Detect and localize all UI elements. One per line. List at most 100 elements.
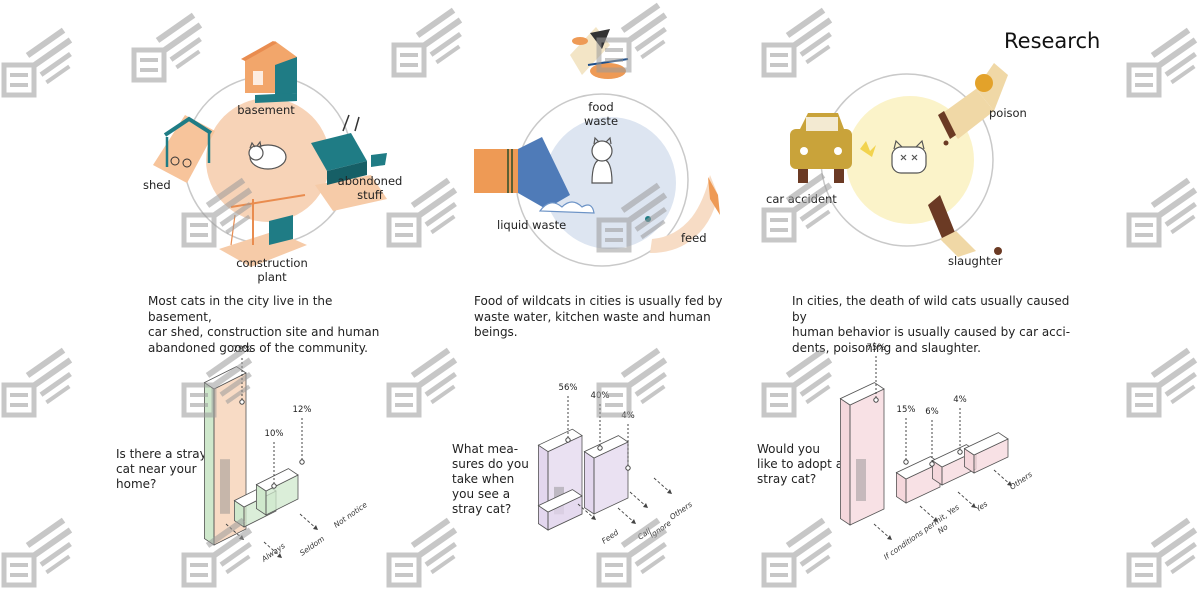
- dead-cat-icon: [891, 139, 927, 174]
- watermark-logo: [385, 175, 467, 257]
- chart3-category-label-0: If conditions permit, Yes: [882, 503, 961, 562]
- car-icon: [790, 113, 876, 183]
- chart3-bar-1-side: [906, 463, 940, 503]
- watermark-logo: [595, 515, 677, 597]
- label-shed: shed: [143, 178, 171, 192]
- sleeping-cat-icon: [248, 140, 287, 170]
- chart3-leader-dot-2: [929, 461, 935, 467]
- chart3-axis-arrowhead-3: [1007, 481, 1012, 486]
- watermark-logo: [0, 345, 82, 427]
- watermark-logo: [1125, 345, 1200, 427]
- chart2-axis-arrowhead-0: [591, 515, 596, 520]
- label-food-waste: food waste: [583, 100, 619, 128]
- watermark-logo: [390, 5, 472, 87]
- chart3-category-label-2: Yes: [974, 499, 989, 513]
- chart3-axis-arrowhead-1: [933, 517, 938, 522]
- liquid-pipe-icon: [474, 137, 595, 214]
- watermark-logo: [0, 515, 82, 597]
- chart2-leader-dot-1: [597, 445, 603, 451]
- watermark-logo: [385, 515, 467, 597]
- chart1-leader-dot-2: [299, 459, 305, 465]
- chart2-axis-arrowhead-2: [643, 503, 648, 508]
- label-liquid-waste: liquid waste: [497, 218, 567, 232]
- chart3-value-label-3: 4%: [953, 395, 967, 405]
- chart1-question: Is there a stray cat near your home?: [116, 447, 207, 491]
- watermark-logo: [760, 345, 842, 427]
- chart3-leader-dot-0: [873, 397, 879, 403]
- watermark-logo: [180, 175, 262, 257]
- poison-bottle-icon: [938, 63, 1008, 146]
- chart3-value-label-0: 75%: [867, 343, 886, 353]
- food-diagram: [474, 27, 720, 267]
- chart1-bar-0-shade: [220, 459, 230, 514]
- watermark-logo: [1125, 175, 1200, 257]
- watermark-logo: [180, 345, 262, 427]
- chart2-leader-dot-0: [565, 437, 571, 443]
- chart1-category-label-1: Seldom: [298, 534, 326, 558]
- watermark-logo: [760, 5, 842, 87]
- chart3-leader-dot-3: [957, 449, 963, 455]
- chart1-value-label-2: 12%: [293, 405, 312, 415]
- chart2-bar-1-front: [584, 450, 595, 515]
- label-slaughter: slaughter: [948, 254, 1003, 268]
- chart1-value-label-1: 10%: [265, 429, 284, 439]
- label-feed: feed: [681, 231, 707, 245]
- watermark-logo: [180, 515, 262, 597]
- label-abandoned-stuff: abondoned stuff: [337, 174, 403, 202]
- label-basement: basement: [237, 103, 295, 117]
- basement-house-icon: [241, 41, 297, 103]
- chart3-bar-3-top: [963, 432, 1009, 456]
- chart2-question: What mea- sures do you take when you see…: [452, 442, 529, 516]
- page-title: Research: [1004, 29, 1101, 53]
- watermark-logo: [1125, 515, 1200, 597]
- chart3-question: Would you like to adopt a stray cat?: [757, 442, 844, 486]
- chart2-leader-dot-2: [625, 465, 631, 471]
- chart3-value-label-1: 15%: [897, 405, 916, 415]
- chart2-bar-1-top: [583, 435, 629, 459]
- chart2-bar-0-top: [537, 428, 583, 453]
- chart3-bar-0-side: [850, 389, 884, 525]
- chart3-bar-3-side: [974, 439, 1008, 473]
- watermark-logo: [595, 345, 677, 427]
- watermark-logo: [595, 180, 677, 262]
- chart1-leader-dot-1: [271, 483, 277, 489]
- chart2-value-label-0: 56%: [559, 383, 578, 393]
- shed-icon: [153, 115, 215, 183]
- watermark-logo: [385, 345, 467, 427]
- chart2-bar-3-side: [548, 496, 582, 530]
- sitting-cat-icon: [591, 136, 613, 184]
- death-diagram: [790, 63, 1008, 257]
- chart1-leader-dot-0: [239, 399, 245, 405]
- chart1-category-label-2: Not notice: [332, 500, 369, 530]
- chart3-bar-1-top: [895, 456, 941, 480]
- chart3-axis-arrowhead-0: [887, 535, 892, 540]
- watermark-logo: [0, 25, 82, 107]
- chart3-bar-0-top: [839, 382, 885, 406]
- construction-plant-icon: [219, 194, 307, 267]
- watermark-logo: [130, 10, 212, 92]
- watermark-logo: [1125, 25, 1200, 107]
- chart1-bar-2-top: [255, 468, 299, 492]
- chart1-axis-arrowhead-2: [313, 525, 318, 530]
- label-poison: poison: [989, 106, 1027, 120]
- label-construction-plant: construction plant: [236, 256, 308, 284]
- chart2-bar-1-side: [594, 442, 628, 514]
- abandoned-stuff-icon: [311, 114, 387, 211]
- chart1-bar-2-side: [266, 475, 298, 515]
- chart3-value-label-2: 6%: [925, 407, 939, 417]
- chart3-category-label-3: Others: [1008, 470, 1034, 492]
- chart1-category-label-0: Always: [259, 541, 287, 564]
- chart2-axis-arrowhead-1: [631, 519, 636, 524]
- chart3-leader-dot-1: [903, 459, 909, 465]
- watermark-logo: [595, 0, 677, 82]
- chart3-bar-0-shade: [856, 459, 866, 501]
- watermark-logo: [760, 170, 842, 252]
- panel2-description: Food of wildcats in cities is usually fe…: [474, 294, 723, 339]
- chart1-axis-arrowhead-1: [277, 553, 282, 558]
- panel1-description: Most cats in the city live in the baseme…: [148, 294, 380, 355]
- chart2-axis-arrowhead-3: [667, 489, 672, 494]
- habitat-diagram: [153, 41, 387, 267]
- chart3-axis-arrowhead-2: [971, 503, 976, 508]
- watermark-logo: [760, 515, 842, 597]
- panel3-description: In cities, the death of wild cats usuall…: [792, 294, 1071, 355]
